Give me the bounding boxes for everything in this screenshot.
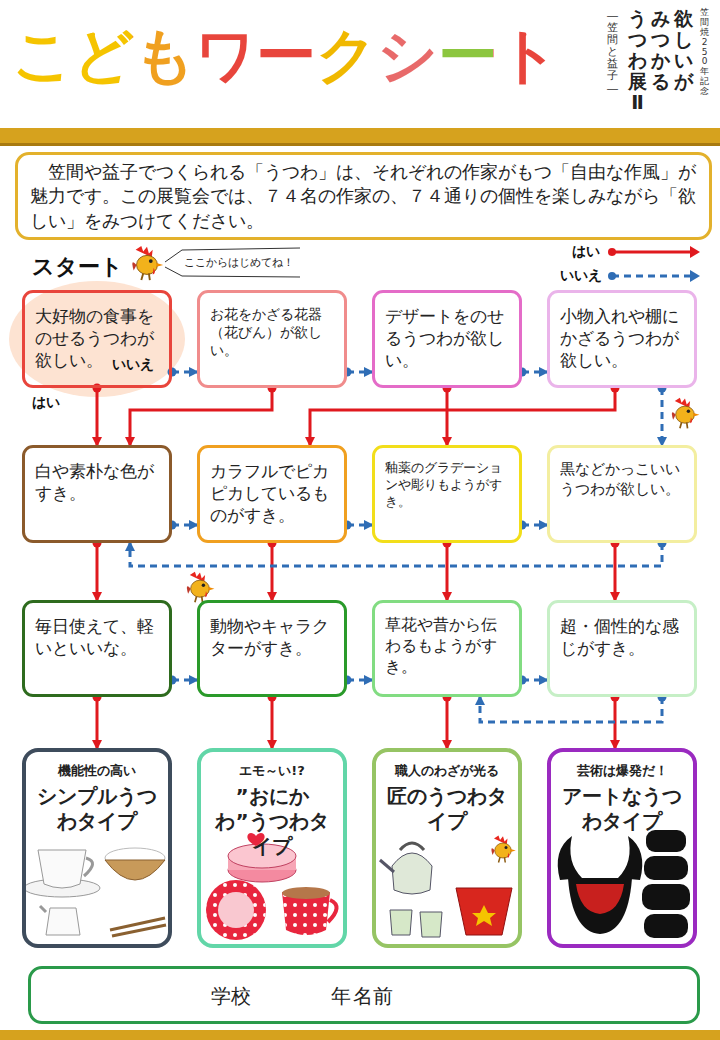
node-text: アートなうつわタイプ: [559, 784, 685, 834]
question-box: 白や素朴な色がすき。: [22, 445, 172, 543]
node-text: 名前: [353, 983, 393, 1010]
question-box: 黒などかっこいいうつわが欲しい。: [547, 445, 697, 543]
yes-arrow: [96, 697, 99, 748]
no-arrow: [661, 388, 664, 445]
gold-bar-line: [0, 143, 720, 146]
node-text: 学校: [211, 983, 251, 1010]
question-box: カラフルでピカピカしているものがすき。: [197, 445, 347, 543]
yes-arrow: [446, 543, 449, 600]
branch-dot: [168, 368, 177, 377]
simple-ware-art: [24, 848, 166, 936]
node-text: 白や素朴な色がすき。: [35, 460, 159, 504]
legend-no-sample: [608, 270, 700, 282]
question-box: 動物やキャラクターがすき。: [197, 600, 347, 697]
craft-ware-art: [380, 843, 512, 937]
gold-bar: [0, 128, 720, 146]
result-box: 芸術は爆発だ！ アートなうつわタイプ: [547, 748, 697, 948]
yes-arrow: [446, 697, 449, 748]
node-text: デザートをのせるうつわが欲しい。: [385, 305, 509, 371]
node-text: 毎日使えて、軽いといいな。: [35, 615, 159, 659]
yes-arrow: [96, 388, 99, 445]
node-text: エモ～い!?: [209, 762, 335, 780]
rooster-mascot: [491, 836, 515, 863]
result-box: エモ～い!? ”おにかわ”うつわタイプ: [197, 748, 347, 948]
question-box: 釉薬のグラデーションや彫りもようがすき。: [372, 445, 522, 543]
yes-arrow: [271, 543, 274, 600]
page-title: こどもワークシート: [12, 22, 559, 88]
intro-box: 笠間や益子でつくられる「うつわ」は、それぞれの作家がもつ「自由な作風」が魅力です…: [15, 152, 712, 240]
gold-bar: [0, 1030, 720, 1040]
node-text: 黒などかっこいいうつわが欲しい。: [560, 460, 684, 499]
yes-arrow: [614, 543, 617, 600]
art-ware-art: [558, 830, 690, 938]
node-text: 小物入れや棚にかざるうつわが欲しい。: [560, 305, 684, 371]
yes-arrow: [271, 697, 274, 748]
vertical-heading: 笠間焼250年記念: [700, 8, 709, 97]
vertical-heading: みつかる: [651, 8, 670, 92]
branch-dot: [93, 384, 102, 393]
start-glow: [9, 281, 185, 397]
node-text: 動物やキャラクターがすき。: [210, 615, 334, 659]
node-text: 匠のうつわタイプ: [384, 784, 510, 834]
result-box: 職人のわざが光る匠のうつわタイプ: [372, 748, 522, 948]
node-text: 機能性の高い: [34, 762, 160, 780]
node-text: シンプルうつわタイプ: [34, 784, 160, 834]
question-box: 毎日使えて、軽いといいな。: [22, 600, 172, 697]
node-text: 年: [331, 983, 351, 1010]
node-text: 笠間や益子でつくられる「うつわ」は、それぞれの作家がもつ「自由な作風」が魅力です…: [30, 160, 697, 233]
node-text: 釉薬のグラデーションや彫りもようがすき。: [385, 460, 509, 511]
yes-arrow: [310, 388, 615, 445]
question-box: デザートをのせるうつわが欲しい。: [372, 290, 522, 388]
result-box: 機能性の高いシンプルうつわタイプ: [22, 748, 172, 948]
rooster-mascot: [132, 246, 163, 280]
yes-arrow: [130, 388, 272, 445]
node-text: ”おにかわ”うつわタイプ: [209, 784, 335, 859]
question-box: 草花や昔から伝わるもようがすき。: [372, 600, 522, 697]
legend-text: いいえ: [560, 267, 602, 285]
no-arrow: [130, 543, 662, 566]
node-text: 職人のわざが光る: [384, 762, 510, 780]
name-box: 学校 年名前: [28, 966, 700, 1024]
label-text: ここからはじめてね！: [184, 255, 294, 270]
yes-arrow: [446, 388, 449, 445]
question-box: お花をかざる花器（花びん）が欲しい。: [197, 290, 347, 388]
label-text: はい: [32, 394, 60, 412]
node-text: 超・個性的な感じがすき。: [560, 615, 684, 659]
rooster-mascot: [672, 398, 700, 429]
node-text: カラフルでピカピカしているものがすき。: [210, 460, 334, 526]
yes-arrow: [96, 543, 99, 600]
speech-lines: [165, 248, 300, 277]
legend-yes-sample: [608, 246, 700, 258]
legend-text: はい: [572, 243, 600, 261]
no-arrow: [480, 697, 662, 722]
node-text: お花をかざる花器（花びん）が欲しい。: [210, 305, 334, 360]
label-text: いいえ: [112, 356, 154, 374]
node-text: 芸術は爆発だ！: [559, 762, 685, 780]
vertical-heading: ―笠間と益子―: [607, 10, 618, 95]
vertical-heading: 欲しいが: [674, 8, 693, 92]
label-text: スタート: [32, 252, 123, 282]
question-box: 大好物の食事をのせるうつわが欲しい。: [22, 290, 172, 388]
vertical-heading: うつわ展Ⅱ: [628, 8, 647, 112]
question-box: 超・個性的な感じがすき。: [547, 600, 697, 697]
question-box: 小物入れや棚にかざるうつわが欲しい。: [547, 290, 697, 388]
node-text: 草花や昔から伝わるもようがすき。: [385, 615, 509, 677]
rooster-mascot: [187, 572, 215, 603]
